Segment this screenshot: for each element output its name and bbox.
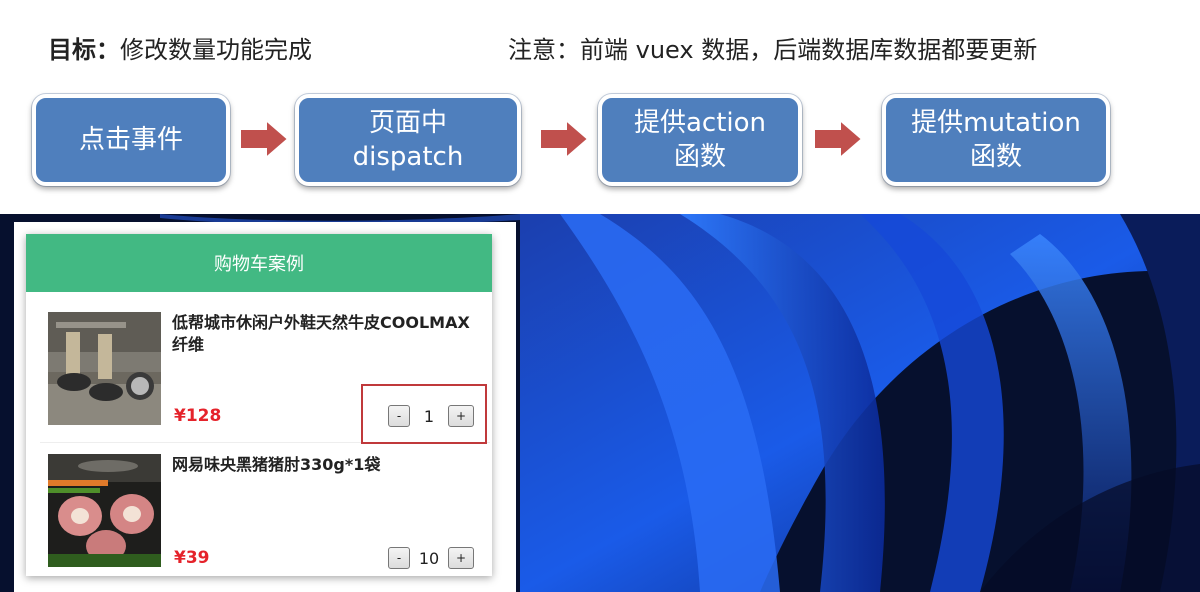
- quantity-stepper: - 1 +: [388, 404, 474, 428]
- flow-step-label: 函数: [673, 142, 726, 172]
- cart-title: 购物车案例: [214, 254, 304, 275]
- flow-step-mutation: 提供mutation 函数: [882, 94, 1110, 186]
- product-name: 网易味央黑猪猪肘330g*1袋: [172, 455, 381, 474]
- note-text: 注意：前端 vuex 数据，后端数据库数据都要更新: [508, 36, 1038, 64]
- cart-item: 网易味央黑猪猪肘330g*1袋 ¥39 - 10 +: [26, 454, 492, 576]
- flow-step-dispatch: 页面中 dispatch: [295, 94, 521, 186]
- product-price: ¥128: [174, 406, 222, 426]
- quantity-stepper: - 10 +: [388, 546, 474, 570]
- flow-step-label: 点击事件: [78, 125, 183, 155]
- flow-step-click-event: 点击事件: [32, 94, 230, 186]
- quantity-value: 1: [423, 406, 435, 426]
- shoes-image: [48, 312, 161, 425]
- decrement-button[interactable]: -: [388, 405, 410, 427]
- flow-step-label: 函数: [969, 142, 1022, 172]
- pork-image: [48, 454, 161, 567]
- cart-item: 低帮城市休闲户外鞋天然牛皮COOLMAX纤维 ¥128 - 1 +: [26, 312, 492, 442]
- flow-step-action: 提供action 函数: [598, 94, 802, 186]
- flow-step-label: 提供mutation: [911, 108, 1081, 138]
- product-price: ¥39: [174, 548, 210, 568]
- arrow-right-icon: [813, 118, 864, 160]
- product-image-shoes: [48, 312, 161, 425]
- increment-button[interactable]: +: [448, 405, 474, 427]
- arrow-right-icon: [539, 118, 590, 160]
- goal-label: 目标：: [48, 36, 120, 64]
- arrow-right-icon: [239, 118, 290, 160]
- goal-text: 目标：修改数量功能完成: [48, 30, 312, 65]
- goal-description: 修改数量功能完成: [120, 36, 312, 64]
- product-name: 低帮城市休闲户外鞋天然牛皮COOLMAX纤维: [172, 313, 470, 354]
- flow-step-label: dispatch: [352, 142, 464, 172]
- cart-app: 购物车案例 低帮城市休闲户外鞋天然牛皮COOLMAX纤维 ¥128 - 1: [26, 234, 492, 576]
- product-image-pork: [48, 454, 161, 567]
- decrement-button[interactable]: -: [388, 547, 410, 569]
- item-divider: [40, 442, 490, 443]
- increment-button[interactable]: +: [448, 547, 474, 569]
- quantity-highlight-box: [361, 384, 487, 444]
- cart-header: 购物车案例: [26, 234, 492, 292]
- quantity-value: 10: [418, 548, 440, 568]
- flow-step-label: 提供action: [633, 108, 767, 138]
- flow-step-label: 页面中: [368, 108, 447, 138]
